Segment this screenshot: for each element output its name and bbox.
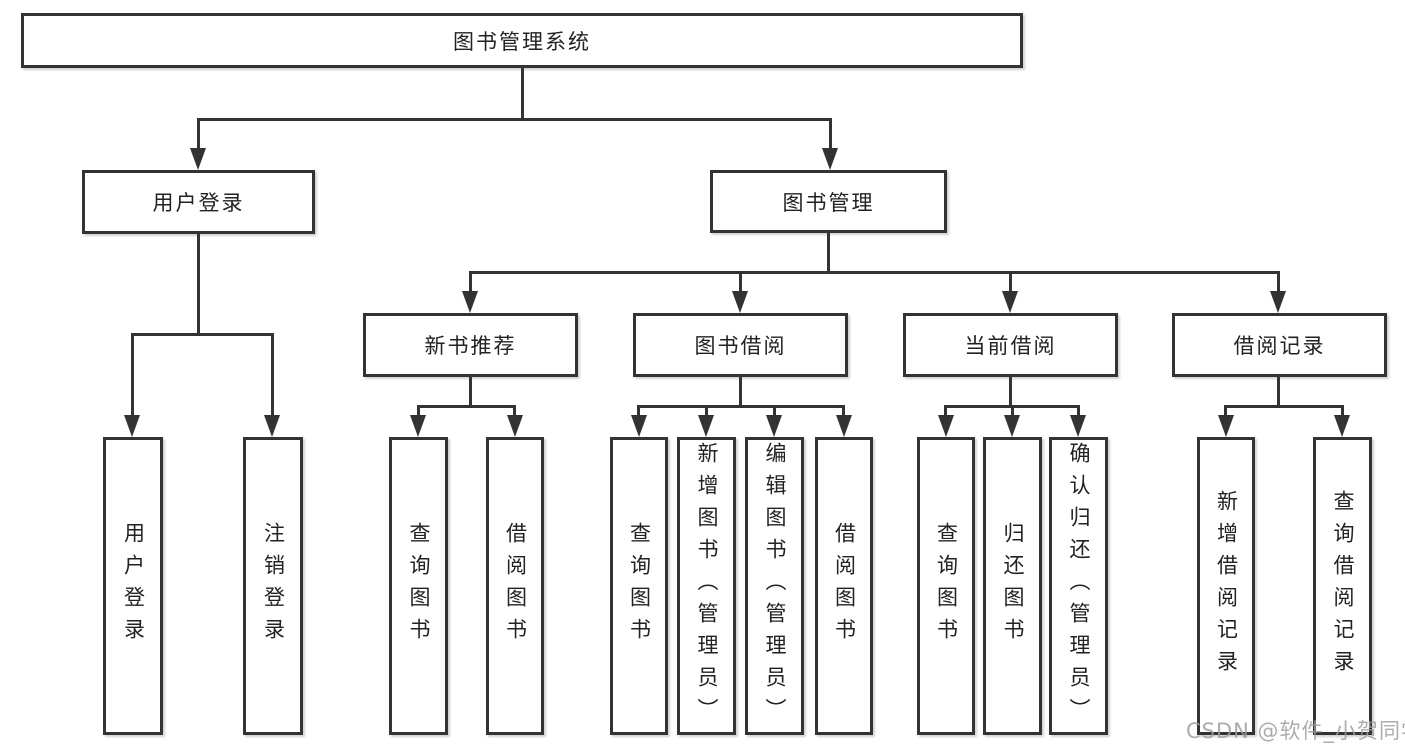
leaf-query-books-label: 查询图书 (934, 522, 959, 650)
leaf-confirm-return-admin-label: 确认归还（管理员） (1067, 442, 1091, 730)
group-new-book-recommendation: 新书推荐 (363, 313, 578, 377)
arrow-down-icon (462, 291, 478, 313)
leaf-query-books-label: 查询图书 (627, 522, 652, 650)
connector-line (773, 405, 776, 419)
arrow-down-icon (938, 415, 954, 437)
leaf-logout: 注销登录 (243, 437, 303, 735)
arrow-down-icon (410, 415, 426, 437)
connector-line (131, 333, 134, 417)
csdn-watermark: CSDN @软件_小贺同学 (1186, 719, 1405, 743)
connector-line (842, 405, 845, 419)
connector-line (827, 233, 830, 273)
root-node: 图书管理系统 (21, 13, 1023, 68)
leaf-edit-book-admin-label: 编辑图书（管理员） (763, 442, 787, 730)
connector-line (637, 405, 640, 419)
connector-line (1077, 405, 1080, 419)
arrow-down-icon (1218, 415, 1234, 437)
connector-line (739, 271, 742, 295)
leaf-borrow-books: 借阅图书 (486, 437, 544, 735)
connector-line (417, 405, 420, 419)
connector-line (1277, 377, 1280, 407)
connector-line (131, 333, 274, 336)
leaf-query-books-label: 查询图书 (407, 522, 431, 650)
group-current-borrowing: 当前借阅 (903, 313, 1118, 377)
arrow-down-icon (732, 291, 748, 313)
arrow-down-icon (822, 148, 838, 170)
leaf-borrow-books-label: 借阅图书 (503, 522, 528, 650)
connector-line (469, 271, 1280, 274)
leaf-query-books: 查询图书 (389, 437, 448, 735)
leaf-user-login-label: 用户登录 (121, 522, 146, 650)
connector-line (417, 405, 516, 408)
leaf-query-borrow-record-label: 查询借阅记录 (1331, 490, 1355, 682)
leaf-query-books: 查询图书 (917, 437, 975, 735)
arrow-down-icon (836, 415, 852, 437)
connector-line (1277, 271, 1280, 295)
leaf-add-borrow-record: 新增借阅记录 (1197, 437, 1255, 735)
connector-line (944, 405, 947, 419)
connector-line (1224, 405, 1343, 408)
arrow-down-icon (1334, 415, 1350, 437)
leaf-query-borrow-record: 查询借阅记录 (1313, 437, 1372, 735)
connector-line (271, 333, 274, 417)
arrow-down-icon (698, 415, 714, 437)
connector-line (197, 118, 200, 152)
leaf-add-borrow-record-label: 新增借阅记录 (1214, 490, 1239, 682)
leaf-edit-book-admin: 编辑图书（管理员） (745, 437, 804, 735)
leaf-add-book-admin-label: 新增图书（管理员） (695, 442, 719, 730)
arrow-down-icon (507, 415, 523, 437)
connector-line (469, 377, 472, 407)
arrow-down-icon (190, 148, 206, 170)
arrow-down-icon (766, 415, 782, 437)
connector-line (1011, 405, 1014, 419)
arrow-down-icon (1004, 415, 1020, 437)
connector-line (705, 405, 708, 419)
arrow-down-icon (124, 415, 140, 437)
branch-user-login: 用户登录 (82, 170, 315, 234)
leaf-borrow-books: 借阅图书 (815, 437, 873, 735)
connector-line (1224, 405, 1227, 419)
connector-line (1009, 271, 1012, 295)
arrow-down-icon (264, 415, 280, 437)
leaf-borrow-books-label: 借阅图书 (832, 522, 857, 650)
leaf-user-login: 用户登录 (103, 437, 163, 735)
leaf-return-books: 归还图书 (983, 437, 1042, 735)
connector-line (829, 118, 832, 152)
connector-line (197, 118, 832, 121)
group-borrow-records: 借阅记录 (1172, 313, 1387, 377)
connector-line (1341, 405, 1344, 419)
leaf-query-books: 查询图书 (610, 437, 668, 735)
arrow-down-icon (631, 415, 647, 437)
arrow-down-icon (1002, 291, 1018, 313)
connector-line (521, 68, 524, 118)
leaf-add-book-admin: 新增图书（管理员） (677, 437, 736, 735)
connector-line (197, 234, 200, 334)
branch-book-management: 图书管理 (710, 170, 947, 233)
connector-line (513, 405, 516, 419)
connector-line (1009, 377, 1012, 407)
leaf-logout-label: 注销登录 (261, 522, 286, 650)
arrow-down-icon (1270, 291, 1286, 313)
leaf-return-books-label: 归还图书 (1001, 522, 1025, 650)
leaf-confirm-return-admin: 确认归还（管理员） (1049, 437, 1108, 735)
connector-line (739, 377, 742, 407)
connector-line (469, 271, 472, 295)
connector-line (637, 405, 844, 408)
group-book-borrowing: 图书借阅 (633, 313, 848, 377)
arrow-down-icon (1070, 415, 1086, 437)
